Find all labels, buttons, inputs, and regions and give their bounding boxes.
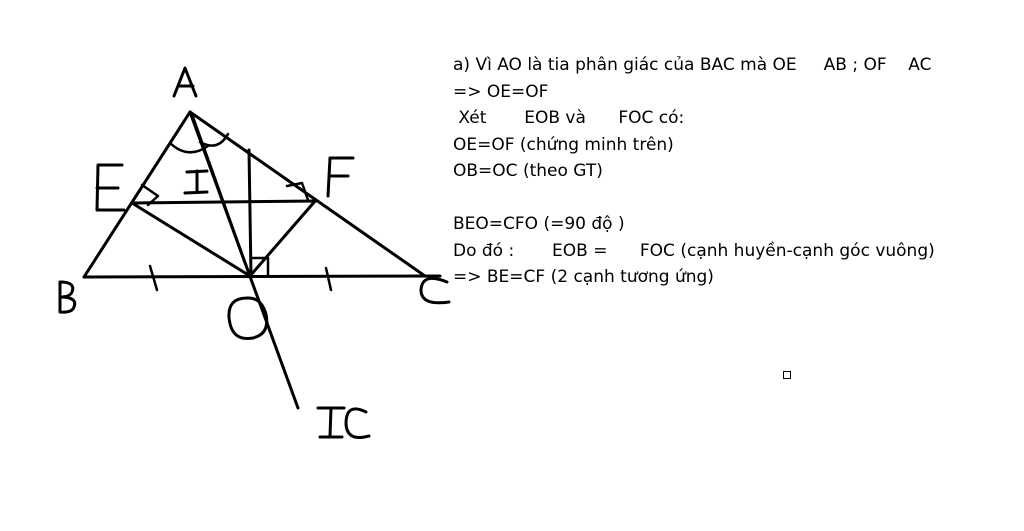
segment-of (248, 198, 318, 278)
proof-line-3: Xét EOB và FOC có: (453, 108, 685, 128)
label-i: I (188, 189, 189, 191)
small-square-icon (783, 371, 791, 379)
label-f-shape (326, 156, 355, 198)
proof-line-4: OE=OF (chứng minh trên) (453, 134, 674, 155)
angle-arc-a-left (168, 141, 210, 154)
proof-text: a) Vì AO là tia phân giác của BAC mà OE … (453, 52, 973, 291)
label-x-shape (316, 406, 371, 439)
label-c-shape (419, 276, 451, 305)
label-b-shape (58, 280, 77, 314)
label-a-shape (172, 66, 198, 98)
segment-oe (130, 201, 252, 278)
proof-line-5: OB=OC (theo GT) (453, 161, 603, 181)
label-x: x (320, 433, 321, 435)
proof-line-9: => BE=CF (2 cạnh tương ứng) (453, 267, 714, 287)
tick-oc (324, 266, 333, 292)
right-angle-mark-e (140, 183, 160, 207)
proof-line-6 (453, 185, 973, 212)
side-bc (82, 274, 442, 279)
proof-line-2: => OE=OF (453, 81, 549, 102)
tick-ob (148, 264, 159, 292)
side-ac (188, 110, 427, 278)
proof-line-8: Do đó : EOB = FOC (cạnh huyền-cạnh góc v… (453, 240, 935, 261)
vertical-line (247, 148, 253, 278)
proof-line-7: BEO=CFO (=90 độ ) (453, 214, 625, 234)
label-o-shape (227, 296, 269, 341)
segment-ef (130, 199, 318, 205)
label-f: F (330, 193, 331, 195)
label-i-shape (183, 169, 209, 195)
right-angle-mark-f (285, 181, 310, 202)
angle-arc-a-right (198, 132, 230, 147)
proof-line-1: a) Vì AO là tia phân giác của BAC mà OE … (453, 55, 932, 75)
label-e-shape (95, 163, 126, 212)
side-ab (82, 110, 192, 279)
right-angle-mark-o (251, 256, 270, 277)
